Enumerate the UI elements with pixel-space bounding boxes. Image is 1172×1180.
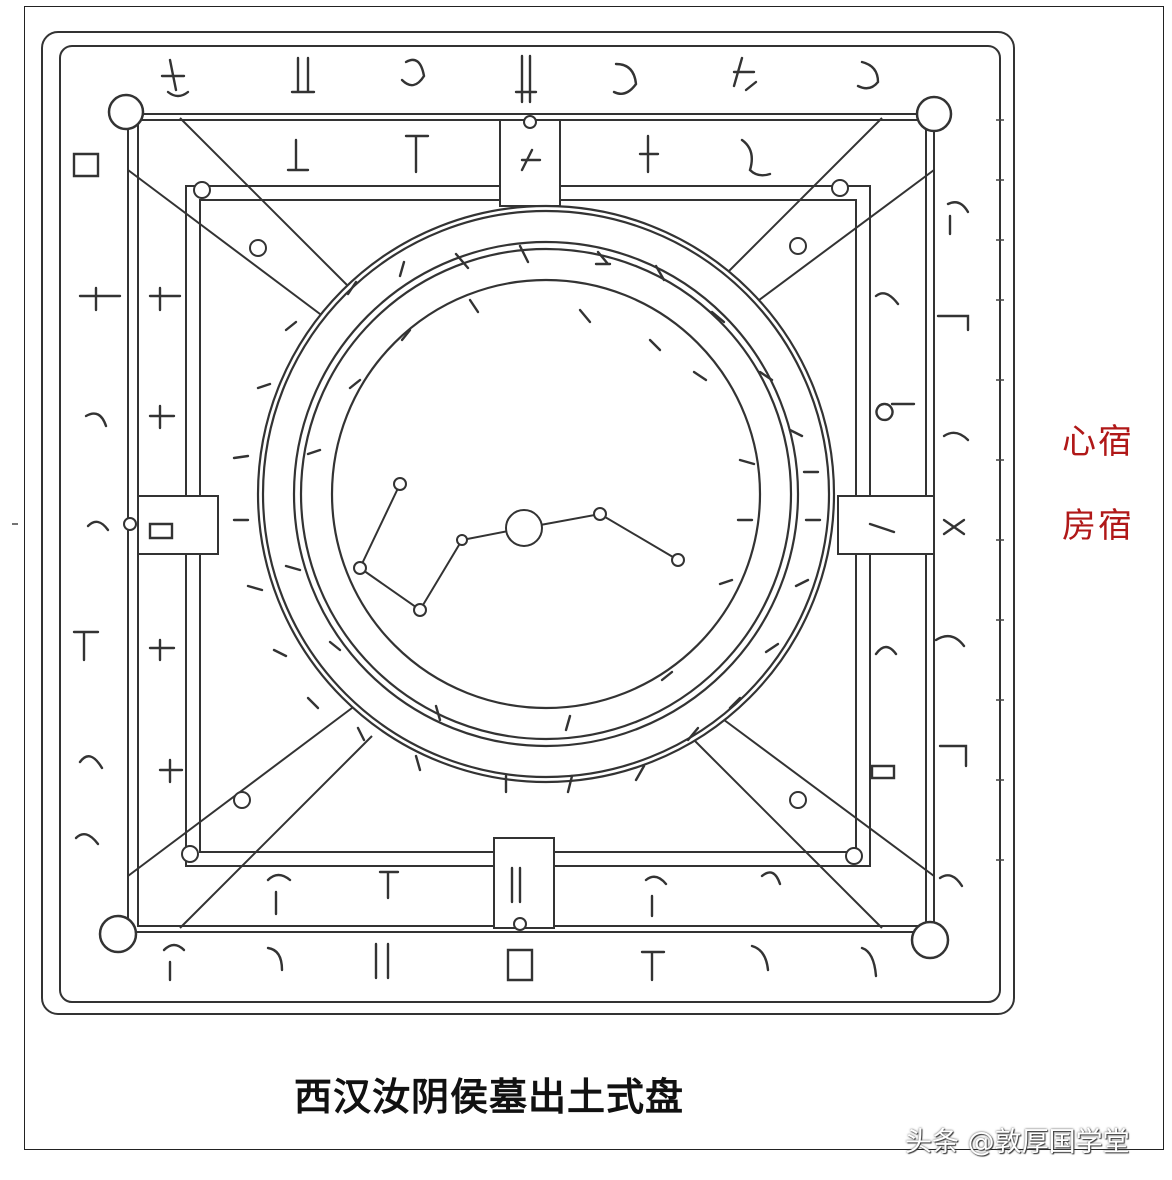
corner-circles	[98, 93, 953, 960]
earth-plate-glyphs	[72, 54, 970, 982]
diagonal-dots	[123, 115, 863, 931]
big-dipper	[353, 477, 685, 617]
south-slot	[493, 837, 555, 929]
east-slot	[837, 495, 935, 555]
diviner-board-diagram	[12, 31, 1015, 1015]
figure-caption: 西汉汝阴侯墓出土式盘	[294, 1074, 685, 1119]
xin-mansion-label: 心宿	[1062, 422, 1134, 462]
image-frame	[24, 6, 1164, 1150]
edge-ticks	[12, 119, 1004, 861]
heaven-plate-glyphs	[232, 244, 822, 794]
north-slot	[499, 119, 561, 207]
heaven-plate-inner-ring	[330, 278, 762, 710]
watermark-text: 头条 @敦厚国学堂	[905, 1127, 1130, 1158]
board-outer-edge	[41, 31, 1015, 1015]
board-inner-edge	[59, 45, 1001, 1003]
fang-mansion-label: 房宿	[1062, 506, 1134, 546]
